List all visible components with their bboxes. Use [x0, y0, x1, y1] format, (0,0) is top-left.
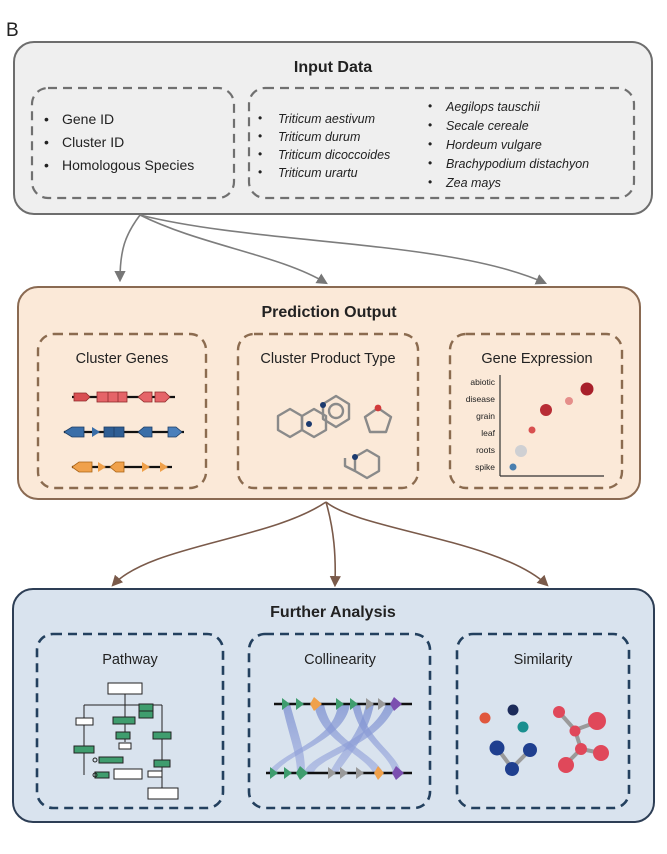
expression-label-leaf: leaf	[481, 428, 495, 438]
similarity-node	[479, 712, 491, 724]
prediction-output-title: Prediction Output	[261, 304, 397, 321]
pyrrole-molecule-icon	[363, 406, 393, 434]
similarity-title: Similarity	[514, 652, 574, 668]
expression-label-abiotic: abiotic	[470, 377, 495, 387]
arrow-to-collinearity	[325, 501, 341, 588]
pyrrole-atom	[374, 404, 382, 412]
svg-text:•: •	[258, 129, 262, 143]
input-item-gene-id: Gene ID	[62, 111, 114, 127]
species-zea-mays: Zea mays	[445, 176, 501, 190]
similarity-node	[507, 704, 519, 716]
input-data-title: Input Data	[294, 59, 372, 76]
input-item-homologous-species: Homologous Species	[62, 157, 194, 173]
benzene-molecule-icon	[321, 394, 351, 429]
prediction-to-further-arrows	[111, 501, 549, 588]
species-column-1: • Triticum aestivum • Triticum durum • T…	[258, 111, 390, 180]
cluster-product-title: Cluster Product Type	[260, 351, 395, 367]
species-triticum-aestivum: Triticum aestivum	[278, 112, 375, 126]
svg-text:•: •	[428, 118, 432, 132]
expression-dot-grain	[540, 404, 552, 416]
panel-label: B	[6, 20, 19, 41]
svg-text:•: •	[258, 147, 262, 161]
gene-expression-title: Gene Expression	[481, 351, 592, 367]
svg-text:•: •	[428, 137, 432, 151]
input-to-prediction-arrows	[114, 214, 548, 285]
collinearity-track-bottom	[266, 766, 412, 780]
svg-text:•: •	[258, 165, 262, 179]
svg-text:•: •	[428, 156, 432, 170]
gene-track-blue	[63, 426, 184, 438]
svg-text:•: •	[44, 157, 49, 173]
species-secale-cereale: Secale cereale	[446, 119, 529, 133]
arrow-to-pathway	[111, 501, 327, 587]
similarity-node	[558, 757, 574, 773]
svg-text:•: •	[428, 99, 432, 113]
collinearity-track-top	[274, 697, 412, 711]
expression-dot-disease	[565, 397, 573, 405]
similarity-node	[575, 743, 587, 755]
expression-label-spike: spike	[475, 462, 495, 472]
cluster-product-card	[236, 332, 420, 490]
expression-label-disease: disease	[466, 394, 496, 404]
similarity-node	[523, 743, 537, 757]
naphthalene-molecule-icon	[276, 407, 328, 439]
input-data-box	[13, 41, 653, 215]
cyclohexyl-molecule-icon	[343, 448, 381, 480]
prediction-output-box	[17, 286, 641, 500]
species-triticum-urartu: Triticum urartu	[278, 166, 358, 180]
pathway-diagram-icon	[73, 682, 179, 800]
gene-track-orange	[71, 461, 172, 473]
species-hordeum-vulgare: Hordeum vulgare	[446, 138, 542, 152]
pathway-title: Pathway	[102, 652, 158, 668]
expression-dot-leaf	[528, 426, 536, 434]
collinearity-title: Collinearity	[304, 652, 376, 668]
gene-track-red	[72, 391, 175, 403]
similarity-node	[593, 745, 609, 761]
gene-expression-card	[448, 332, 624, 490]
cluster-genes-title: Cluster Genes	[76, 351, 169, 367]
similarity-node	[489, 740, 505, 756]
arrow-to-gene-expression	[139, 214, 548, 285]
species-triticum-durum: Triticum durum	[278, 130, 360, 144]
expression-label-roots: roots	[476, 445, 495, 455]
arrow-to-cluster-genes	[114, 214, 141, 283]
further-analysis-box	[12, 588, 655, 823]
expression-dots	[509, 382, 594, 471]
species-aegilops-tauschii: Aegilops tauschii	[445, 100, 541, 114]
input-item-cluster-id: Cluster ID	[62, 134, 124, 150]
pathway-card	[35, 632, 225, 810]
expression-dot-abiotic	[580, 382, 594, 396]
species-column-2: • Aegilops tauschii • Secale cereale • H…	[428, 99, 589, 190]
species-brachypodium-distachyon: Brachypodium distachyon	[446, 157, 589, 171]
similarity-node	[569, 725, 581, 737]
svg-text:•: •	[44, 111, 49, 127]
svg-text:•: •	[258, 111, 262, 125]
expression-label-grain: grain	[476, 411, 495, 421]
expression-dot-roots	[515, 445, 527, 457]
arrow-to-similarity	[325, 501, 549, 587]
svg-text:•: •	[428, 175, 432, 189]
species-triticum-dicoccoides: Triticum dicoccoides	[278, 148, 390, 162]
expression-labels: abiotic disease grain leaf roots spike	[466, 377, 496, 472]
naphthalene-atom	[306, 421, 312, 427]
similarity-node	[588, 712, 606, 730]
collinearity-ribbons	[268, 704, 401, 772]
input-left-list: • Gene ID • Cluster ID • Homologous Spec…	[44, 111, 194, 173]
cluster-genes-card	[36, 332, 208, 490]
cyclohexyl-atom	[352, 454, 358, 460]
collinearity-card	[247, 632, 432, 810]
input-left-card	[30, 86, 236, 200]
similarity-node	[517, 721, 529, 733]
further-analysis-title: Further Analysis	[270, 604, 396, 621]
expression-axes	[499, 375, 604, 477]
svg-text:•: •	[44, 134, 49, 150]
benzene-atom	[320, 402, 326, 408]
similarity-network-icon	[479, 704, 609, 776]
similarity-node	[505, 762, 519, 776]
expression-dot-spike	[509, 463, 517, 471]
arrow-to-cluster-product	[139, 214, 328, 285]
similarity-node	[553, 706, 565, 718]
